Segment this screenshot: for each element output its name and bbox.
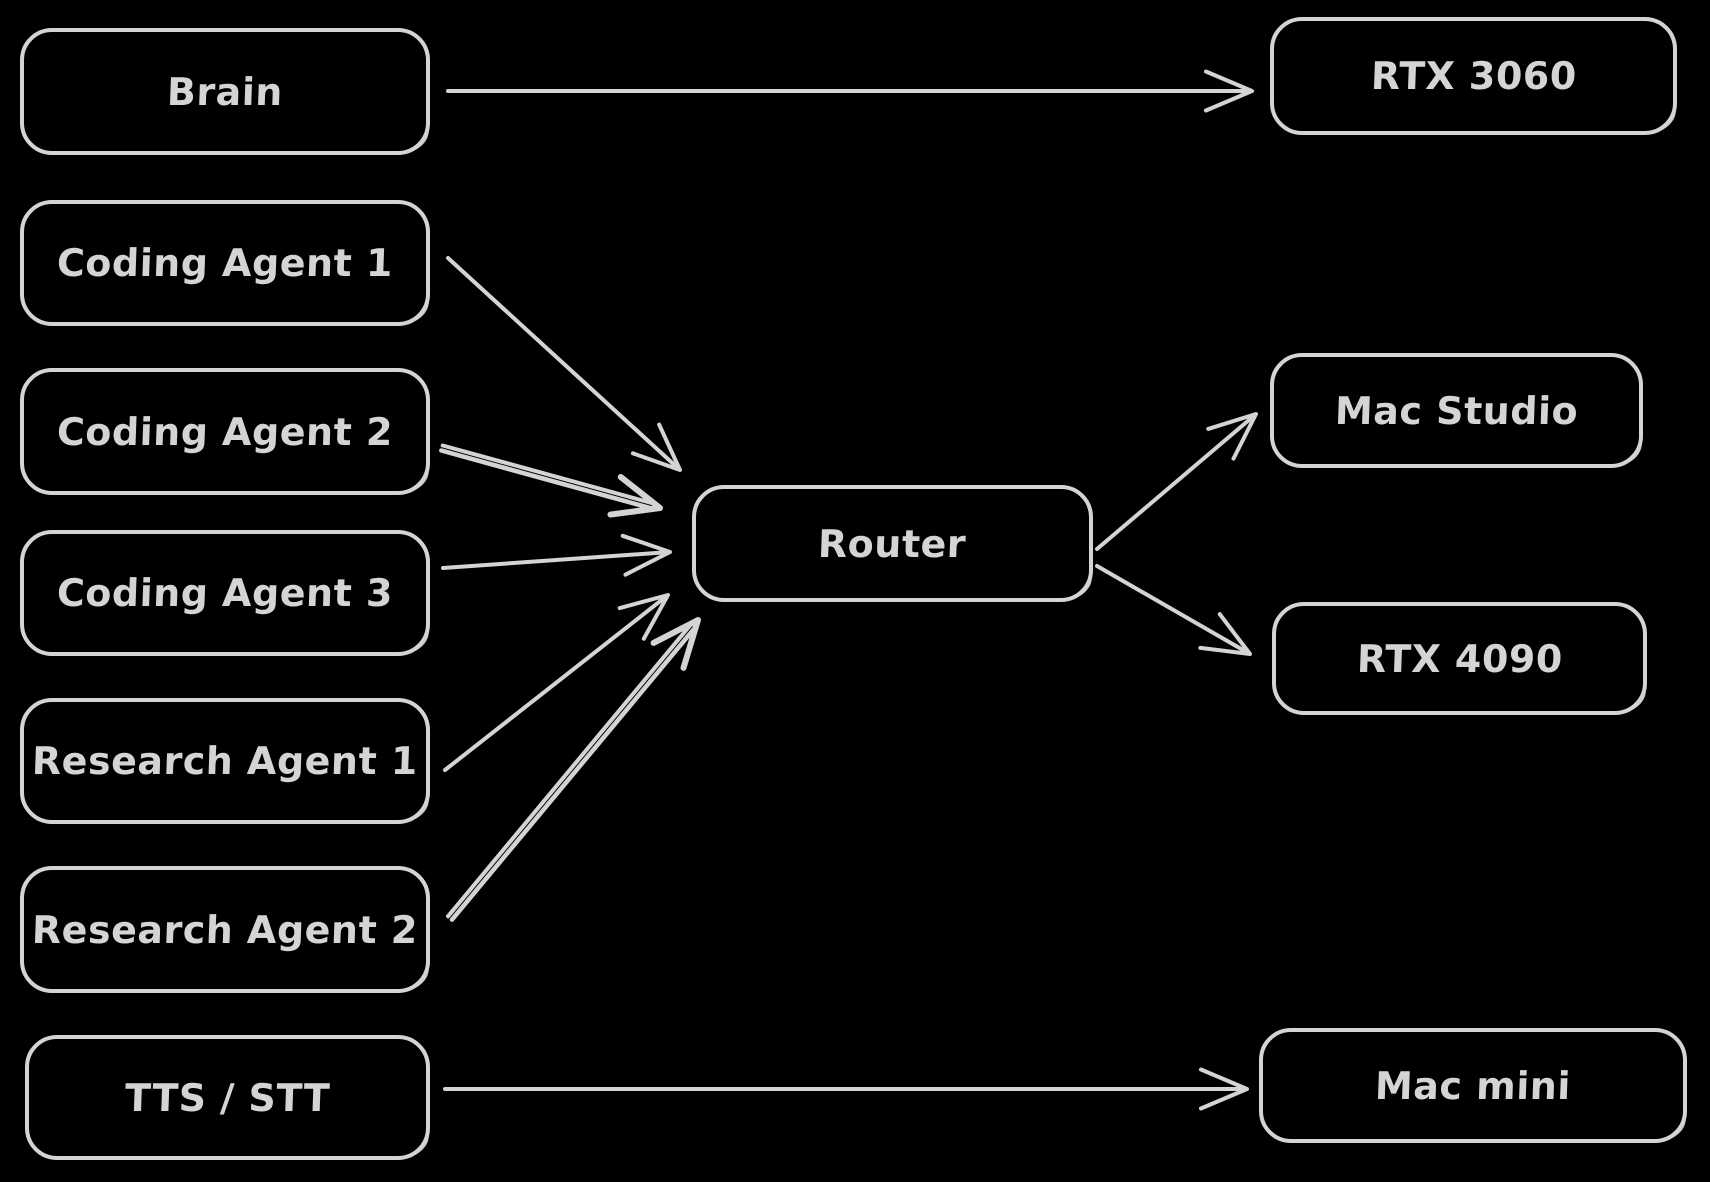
node-label-research-agent-2: Research Agent 2: [31, 907, 419, 952]
node-router[interactable]: Router: [692, 485, 1093, 602]
edge-router-to-mac-studio[interactable]: [1095, 412, 1258, 551]
arrowhead-icon: [607, 474, 663, 518]
node-coding-agent-3[interactable]: Coding Agent 3: [20, 530, 430, 656]
node-coding-agent-2[interactable]: Coding Agent 2: [20, 368, 430, 495]
node-research-agent-1[interactable]: Research Agent 1: [20, 698, 430, 824]
node-tts-stt[interactable]: TTS / STT: [25, 1035, 430, 1160]
edge-research-agent-2-to-router[interactable]: [446, 617, 701, 922]
edge-coding-agent-1-to-router[interactable]: [446, 256, 682, 472]
edge-brain-to-rtx-3060[interactable]: [446, 69, 1254, 113]
node-research-agent-2[interactable]: Research Agent 2: [20, 866, 430, 993]
node-label-research-agent-1: Research Agent 1: [31, 739, 419, 783]
edge-coding-agent-2-to-router[interactable]: [439, 443, 663, 518]
arrowhead-icon: [1203, 69, 1254, 113]
arrowhead-icon: [1206, 412, 1258, 461]
node-rtx-4090[interactable]: RTX 4090: [1272, 602, 1647, 715]
node-label-router: Router: [817, 521, 968, 566]
node-label-mac-mini: Mac mini: [1374, 1063, 1572, 1108]
node-label-coding-agent-2: Coding Agent 2: [56, 409, 394, 454]
edge-research-agent-1-to-router[interactable]: [443, 593, 670, 772]
arrowhead-icon: [620, 533, 672, 577]
node-label-rtx-4090: RTX 4090: [1355, 636, 1564, 681]
node-brain[interactable]: Brain: [20, 28, 430, 155]
edge-tts-stt-to-mac-mini[interactable]: [443, 1067, 1249, 1111]
arrowhead-icon: [617, 593, 670, 641]
node-label-coding-agent-1: Coding Agent 1: [56, 241, 394, 285]
node-coding-agent-1[interactable]: Coding Agent 1: [20, 200, 430, 326]
node-label-tts-stt: TTS / STT: [124, 1075, 331, 1120]
node-label-mac-studio: Mac Studio: [1334, 388, 1579, 433]
edge-router-to-rtx-4090[interactable]: [1095, 564, 1252, 656]
arrowhead-icon: [1198, 612, 1252, 656]
node-mac-studio[interactable]: Mac Studio: [1270, 353, 1643, 468]
node-rtx-3060[interactable]: RTX 3060: [1270, 17, 1677, 135]
edge-coding-agent-3-to-router[interactable]: [441, 533, 672, 577]
arrowhead-icon: [630, 422, 682, 472]
arrowhead-icon: [1198, 1067, 1249, 1111]
node-mac-mini[interactable]: Mac mini: [1259, 1028, 1687, 1143]
arrowhead-icon: [650, 617, 701, 671]
node-label-rtx-3060: RTX 3060: [1369, 54, 1578, 98]
node-label-brain: Brain: [166, 69, 284, 114]
node-label-coding-agent-3: Coding Agent 3: [56, 571, 394, 615]
